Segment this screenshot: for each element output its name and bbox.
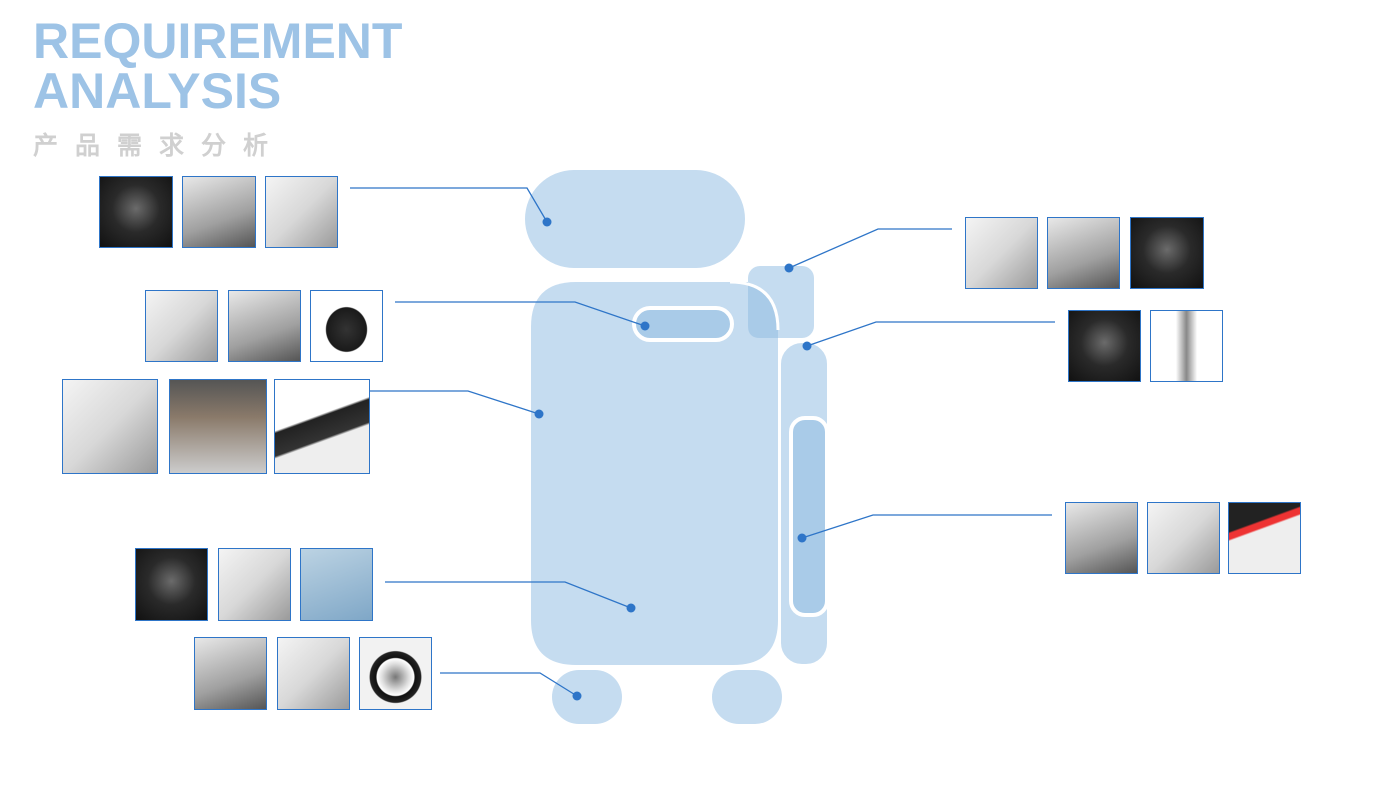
- reference-image: [300, 548, 373, 621]
- connector-handle: [395, 301, 646, 327]
- reference-image: [359, 637, 432, 710]
- reference-image: [135, 548, 208, 621]
- reference-image: [1150, 310, 1223, 382]
- connector-lines: [350, 187, 1055, 697]
- reference-image: [1065, 502, 1138, 574]
- robot-body: [531, 282, 778, 665]
- connector-side-insert: [801, 514, 1052, 539]
- reference-image: [277, 637, 350, 710]
- title-line-2: ANALYSIS: [33, 63, 282, 119]
- reference-image: [1130, 217, 1204, 289]
- reference-image: [194, 637, 267, 710]
- reference-image: [145, 290, 218, 362]
- page-title: REQUIREMENT ANALYSIS: [33, 16, 402, 116]
- robot-head: [525, 170, 745, 268]
- reference-image: [1228, 502, 1301, 574]
- reference-image: [310, 290, 383, 362]
- robot-side-insert: [789, 416, 829, 617]
- title-line-1: REQUIREMENT: [33, 13, 403, 69]
- reference-image: [169, 379, 267, 474]
- reference-image: [1147, 502, 1220, 574]
- connector-dots: [534, 217, 812, 701]
- reference-image: [274, 379, 370, 474]
- reference-image: [182, 176, 256, 248]
- reference-image: [1068, 310, 1141, 382]
- connector-foot: [440, 672, 578, 697]
- reference-image: [228, 290, 301, 362]
- reference-image: [965, 217, 1038, 289]
- reference-image: [265, 176, 338, 248]
- connector-body: [370, 390, 540, 415]
- robot-handle: [632, 306, 734, 342]
- connector-side-panel: [806, 321, 1055, 347]
- page-subtitle: 产品需求分析: [33, 131, 286, 160]
- robot-foot-left: [552, 670, 622, 724]
- connector-head: [350, 187, 548, 223]
- reference-image: [62, 379, 158, 474]
- reference-image: [1047, 217, 1120, 289]
- reference-image: [218, 548, 291, 621]
- connector-lower-body: [385, 581, 632, 609]
- reference-image: [99, 176, 173, 248]
- robot-foot-right: [712, 670, 782, 724]
- connector-shoulder: [788, 228, 952, 269]
